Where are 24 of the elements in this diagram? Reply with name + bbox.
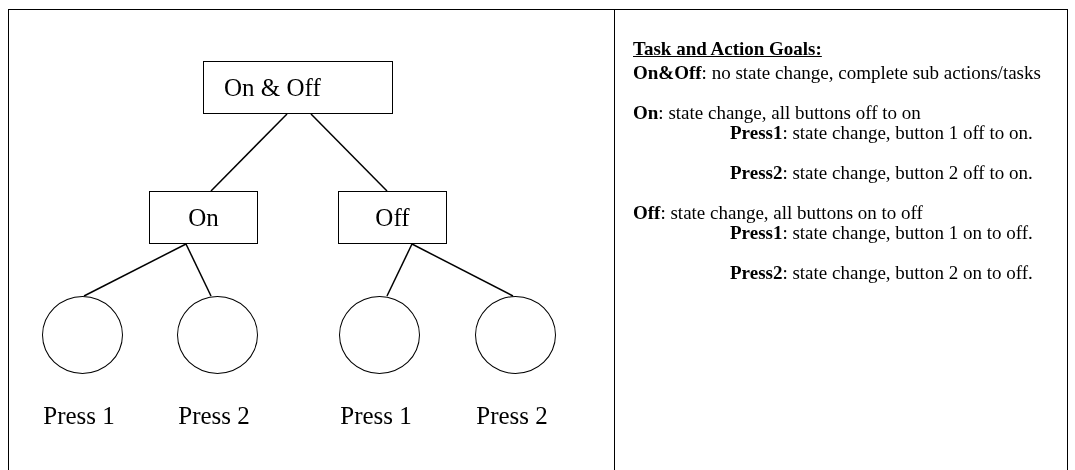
- description-text: Off: state change, all buttons on to off: [633, 203, 924, 223]
- description-text: Press1: state change, button 1 off to on.: [730, 123, 1034, 143]
- connector-line: [310, 113, 388, 192]
- description-text: Press2: state change, button 2 off to on.: [730, 163, 1034, 183]
- description-text: On: state change, all buttons off to on: [633, 103, 922, 123]
- process-box: [149, 191, 258, 244]
- connector-line: [185, 243, 212, 297]
- description-text: Press1: state change, button 1 on to off.: [730, 223, 1034, 243]
- node-caption: Press 2: [178, 402, 250, 430]
- connector-line: [411, 243, 514, 297]
- node-caption: Press 1: [340, 402, 412, 430]
- connector-line: [210, 113, 288, 192]
- node-label: Off: [375, 203, 410, 232]
- node-caption: Press 2: [476, 402, 548, 430]
- process-box: [203, 61, 393, 114]
- node-label: On: [188, 203, 219, 232]
- section-heading: Task and Action Goals:: [633, 39, 823, 59]
- description-text: Press2: state change, button 2 on to off.: [730, 263, 1034, 283]
- node-label: On & Off: [224, 73, 321, 102]
- connector-line: [386, 243, 413, 297]
- process-box: [338, 191, 447, 244]
- connector-line: [83, 243, 187, 297]
- node-caption: Press 1: [43, 402, 115, 430]
- description-text: On&Off: no state change, complete sub actions/tasks: [633, 63, 1042, 83]
